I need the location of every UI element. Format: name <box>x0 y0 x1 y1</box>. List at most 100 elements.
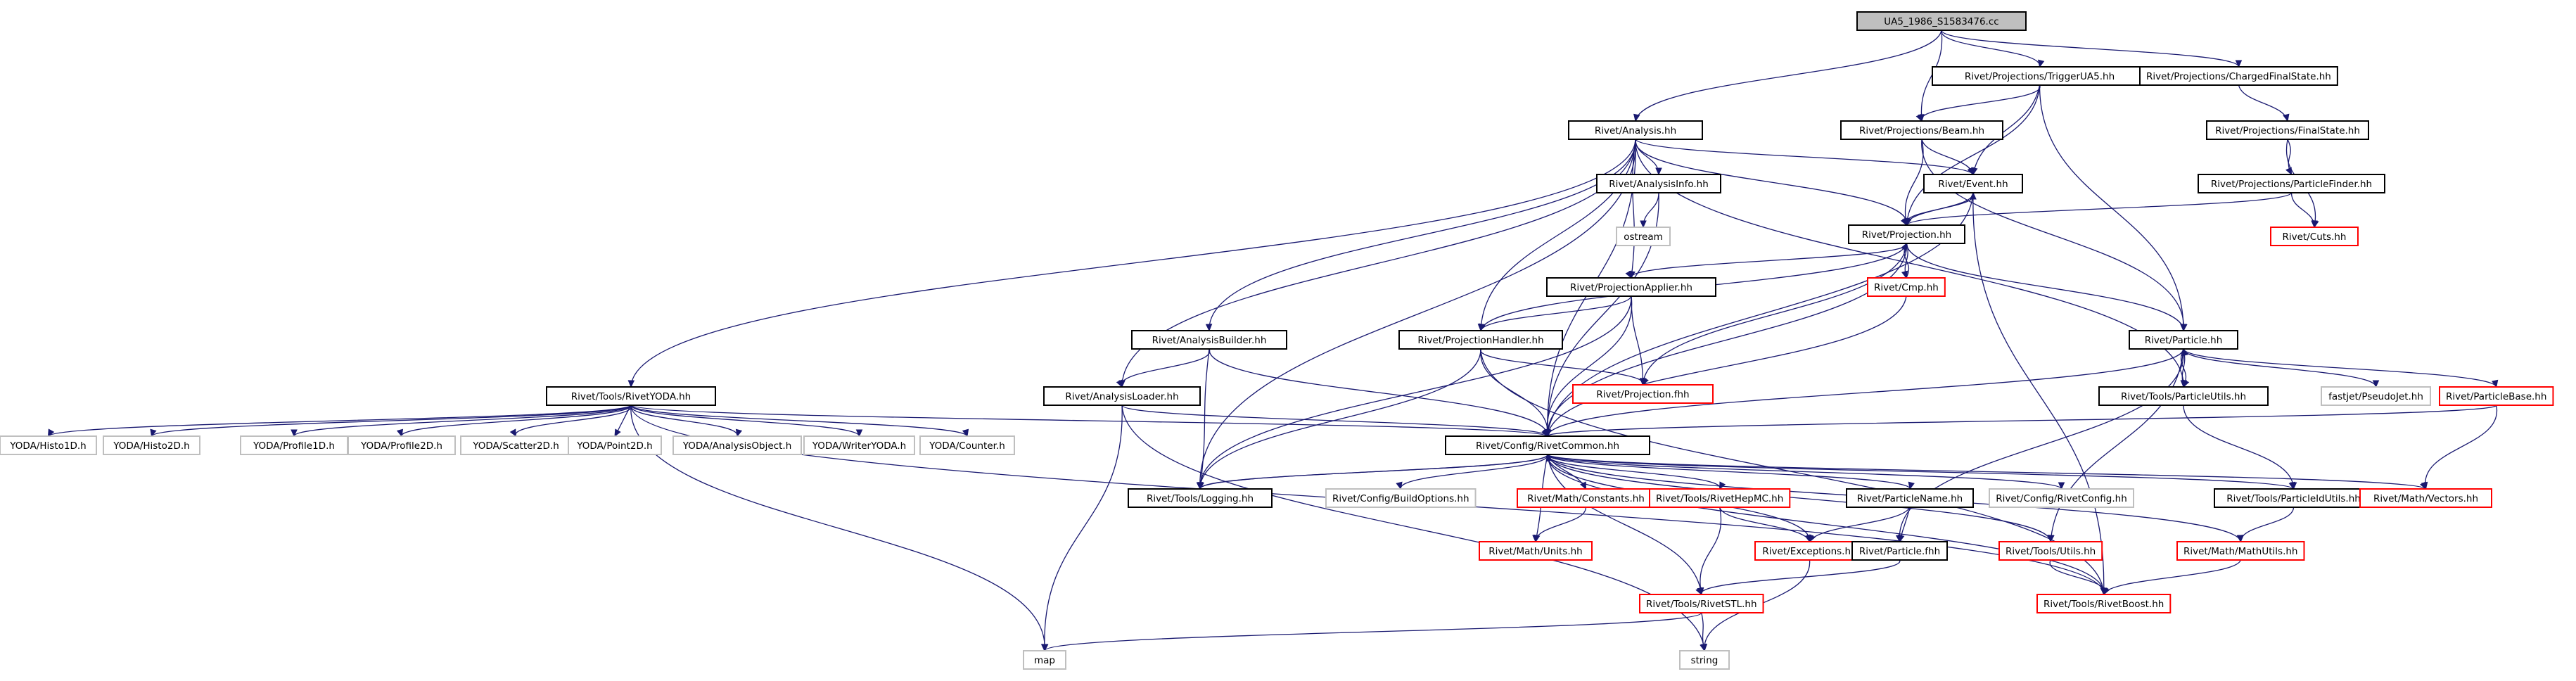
node-writeryoda[interactable]: YODA/WriterYODA.h <box>803 435 915 455</box>
node-label: YODA/Histo1D.h <box>9 440 86 452</box>
node-projhandler[interactable]: Rivet/ProjectionHandler.hh <box>1398 330 1563 350</box>
edge-projhandler-to-projfhh <box>1480 348 1649 386</box>
node-partbase[interactable]: Rivet/ParticleBase.hh <box>2439 386 2554 406</box>
edge-particlefhh-to-rivetstl <box>1695 559 1901 596</box>
edge-layer <box>47 30 2499 652</box>
node-profile1d[interactable]: YODA/Profile1D.h <box>240 435 348 455</box>
node-projfhh[interactable]: Rivet/Projection.fhh <box>1572 384 1714 404</box>
node-label: Rivet/AnalysisBuilder.hh <box>1152 335 1267 346</box>
node-exceptions[interactable]: Rivet/Exceptions.hh <box>1754 541 1865 561</box>
node-anainfo[interactable]: Rivet/AnalysisInfo.hh <box>1596 174 1721 193</box>
node-hepmc[interactable]: Rivet/Tools/RivetHepMC.hh <box>1649 488 1791 508</box>
edge-cmp-to-projection <box>1901 242 1910 279</box>
node-box <box>1848 224 1965 244</box>
node-mathconst[interactable]: Rivet/Math/Constants.hh <box>1517 488 1655 508</box>
node-label: Rivet/Exceptions.hh <box>1762 546 1856 557</box>
node-box <box>1043 386 1201 406</box>
node-box <box>1851 541 1948 561</box>
node-logging[interactable]: Rivet/Tools/Logging.hh <box>1128 488 1273 508</box>
node-rivetconfig[interactable]: Rivet/Config/RivetConfig.hh <box>1989 488 2134 508</box>
node-box <box>1846 488 1974 508</box>
node-partname[interactable]: Rivet/ParticleName.hh <box>1846 488 1974 508</box>
node-profile2d[interactable]: YODA/Profile2D.h <box>347 435 456 455</box>
node-particle[interactable]: Rivet/Particle.hh <box>2129 330 2238 350</box>
node-ostream[interactable]: ostream <box>1616 227 1671 246</box>
node-rivetcommon[interactable]: Rivet/Config/RivetCommon.hh <box>1445 435 1650 455</box>
edge-trigger-to-beam <box>1915 84 2041 122</box>
node-cmp[interactable]: Rivet/Cmp.hh <box>1867 277 1946 297</box>
node-label: Rivet/ProjectionApplier.hh <box>1570 282 1692 293</box>
node-beam[interactable]: Rivet/Projections/Beam.hh <box>1840 120 2003 140</box>
node-label: YODA/Scatter2D.h <box>472 440 559 452</box>
node-box <box>1639 594 1764 613</box>
edge-anainfo-to-ostream <box>1640 192 1659 229</box>
node-label: fastjet/PseudoJet.hh <box>2328 391 2423 402</box>
node-label: Rivet/Projections/ChargedFinalState.hh <box>2146 71 2331 82</box>
node-label: Rivet/Math/Constants.hh <box>1527 493 1645 504</box>
node-scatter2d[interactable]: YODA/Scatter2D.h <box>460 435 572 455</box>
edge-particle-to-particlefhh <box>1895 348 2184 543</box>
edge-rivetcommon-to-buildopts <box>1396 454 1548 490</box>
node-buildopts[interactable]: Rivet/Config/BuildOptions.hh <box>1325 488 1477 508</box>
node-utils[interactable]: Rivet/Tools/Utils.hh <box>1998 541 2103 561</box>
node-cuts[interactable]: Rivet/Cuts.hh <box>2270 227 2359 246</box>
edge-logging-to-rivetcommon <box>1199 453 1552 490</box>
node-box <box>1596 174 1721 193</box>
node-box <box>2176 541 2305 561</box>
node-box <box>803 435 915 455</box>
node-particlefhh[interactable]: Rivet/Particle.fhh <box>1851 541 1948 561</box>
node-finalstate[interactable]: Rivet/Projections/FinalState.hh <box>2206 120 2369 140</box>
node-box <box>2270 227 2359 246</box>
node-box <box>1679 650 1730 670</box>
node-label: Rivet/Projection.hh <box>1862 229 1951 241</box>
node-label: Rivet/Config/BuildOptions.hh <box>1332 493 1469 504</box>
node-map[interactable]: map <box>1023 650 1066 670</box>
node-label: string <box>1691 655 1719 666</box>
node-rivetboost[interactable]: Rivet/Tools/RivetBoost.hh <box>2036 594 2172 613</box>
node-mathunits[interactable]: Rivet/Math/Units.hh <box>1479 541 1593 561</box>
edge-partfinder-to-cuts <box>2290 192 2318 229</box>
node-box <box>919 435 1015 455</box>
node-rivetyoda[interactable]: Rivet/Tools/RivetYODA.hh <box>546 386 716 406</box>
node-label: Rivet/ProjectionHandler.hh <box>1417 335 1543 346</box>
edge-rivetyoda-to-rivetcommon <box>630 405 1548 438</box>
edge-rivetcommon-to-utils <box>1547 454 2054 543</box>
edge-utils-to-rivetboost <box>2049 559 2110 596</box>
edge-projapplier-to-projfhh <box>1631 295 1647 386</box>
node-analoader[interactable]: Rivet/AnalysisLoader.hh <box>1043 386 1201 406</box>
node-charged[interactable]: Rivet/Projections/ChargedFinalState.hh <box>2139 66 2338 86</box>
node-partidutils[interactable]: Rivet/Tools/ParticleIdUtils.hh <box>2214 488 2373 508</box>
node-label: Rivet/Event.hh <box>1938 179 2008 190</box>
node-box <box>2439 386 2554 406</box>
node-point2d[interactable]: YODA/Point2D.h <box>568 435 662 455</box>
node-box <box>2359 488 2492 508</box>
edge-rivetcommon-to-mathvectors <box>1547 454 2427 490</box>
node-box <box>2206 120 2369 140</box>
node-event[interactable]: Rivet/Event.hh <box>1923 174 2023 193</box>
node-string[interactable]: string <box>1679 650 1730 670</box>
node-histo2d[interactable]: YODA/Histo2D.h <box>103 435 200 455</box>
node-mathutils[interactable]: Rivet/Math/MathUtils.hh <box>2176 541 2305 561</box>
edge-partidutils-to-mathutils <box>2237 507 2295 543</box>
node-anaobject[interactable]: YODA/AnalysisObject.h <box>672 435 802 455</box>
edge-projection-to-event <box>1906 191 1977 226</box>
node-label: Rivet/Tools/ParticleIdUtils.hh <box>2226 493 2361 504</box>
node-anabuilder[interactable]: Rivet/AnalysisBuilder.hh <box>1131 330 1287 350</box>
node-partutils[interactable]: Rivet/Tools/ParticleUtils.hh <box>2098 386 2269 406</box>
node-pseudojet[interactable]: fastjet/PseudoJet.hh <box>2321 386 2431 406</box>
node-histo1d[interactable]: YODA/Histo1D.h <box>0 435 97 455</box>
edge-cmp-to-rivetcommon <box>1545 295 1907 438</box>
edge-anabuilder-to-rivetcommon <box>1209 348 1552 438</box>
node-analysis[interactable]: Rivet/Analysis.hh <box>1568 120 1703 140</box>
node-label: YODA/AnalysisObject.h <box>682 440 792 452</box>
edge-projection-to-particle <box>1906 243 2187 332</box>
node-mathvectors[interactable]: Rivet/Math/Vectors.hh <box>2359 488 2492 508</box>
node-partfinder[interactable]: Rivet/Projections/ParticleFinder.hh <box>2198 174 2385 193</box>
node-box <box>2036 594 2172 613</box>
node-counter[interactable]: YODA/Counter.h <box>919 435 1015 455</box>
node-projapplier[interactable]: Rivet/ProjectionApplier.hh <box>1546 277 1716 297</box>
node-rivetstl[interactable]: Rivet/Tools/RivetSTL.hh <box>1639 594 1764 613</box>
node-trigger[interactable]: Rivet/Projections/TriggerUA5.hh <box>1932 66 2148 86</box>
node-label: Rivet/Math/Vectors.hh <box>2373 493 2478 504</box>
node-projection[interactable]: Rivet/Projection.hh <box>1848 224 1965 244</box>
